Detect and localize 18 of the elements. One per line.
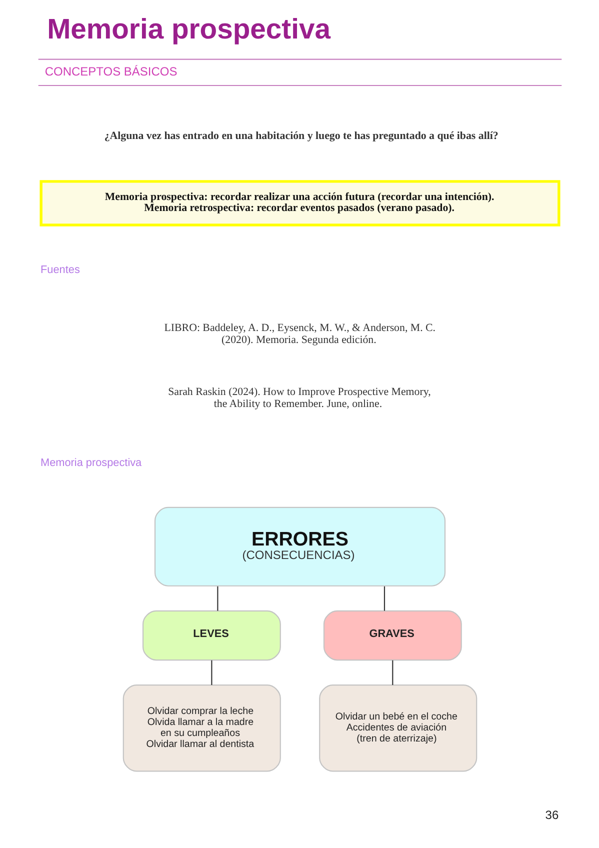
node-box: LEVES [142,610,280,661]
label: Sarah Raskin (2024). How to Improve Prospective Memory, the Ability to Remember. June, online. [168,386,430,410]
label: 36 [544,808,558,822]
node-box: Memoria prospectiva: recordar realizar una acción futura (recordar una intención). Memoria retrospectiva: recordar eventos pasados (verano pasado). [39,180,560,226]
diagram-title: Memoria prospectiva [46,13,330,46]
connector [392,660,393,685]
node-box: GRAVES [322,610,462,661]
connector [216,586,218,611]
node-box: Olvidar comprar la leche Olvida llamar a la madre en su cumpleaños Olvidar llamar al dentista [122,684,280,772]
label: LIBRO: Baddeley, A. D., Eysenck, M. W., & Anderson, M. C. (2020). Memoria. Segunda edición. [164,322,436,346]
node-box: Olvidar un bebé en el coche Accidentes de aviación (tren de aterrizaje) [318,684,477,772]
label: ¿Alguna vez has entrado en una habitación y luego te has preguntado a qué ibas allí? [104,130,498,142]
node-box: ERRORES (CONSECUENCIAS) [154,506,446,586]
label: Memoria prospectiva [40,456,142,469]
label: Fuentes [40,264,80,276]
connector [383,586,385,611]
connector [210,660,212,685]
label: CONCEPTOS BÁSICOS [44,64,177,78]
